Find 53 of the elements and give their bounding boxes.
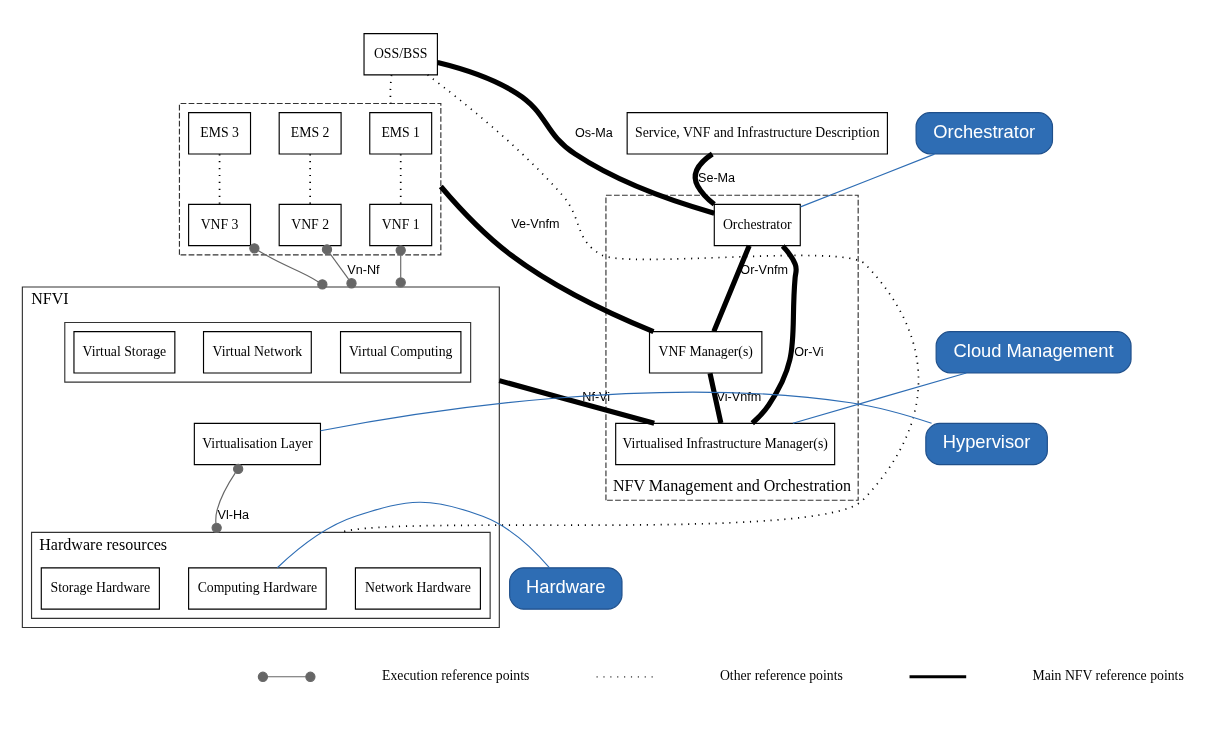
edge-label: Or-Vnfm <box>740 263 788 278</box>
connector <box>395 245 406 288</box>
node-box: Orchestrator <box>713 203 801 247</box>
edge-label: Vi-Vnfm <box>716 390 762 405</box>
node-box: EMS 3 <box>188 112 252 155</box>
node-box: Virtual Computing <box>339 331 462 374</box>
node-box: Hardware <box>509 567 623 610</box>
edge-label: Or-Vi <box>794 344 824 359</box>
node-box: OSS/BSS <box>363 33 438 76</box>
connector <box>340 74 920 534</box>
node-box: Virtualisation Layer <box>193 422 322 466</box>
node-box: EMS 1 <box>369 112 433 155</box>
node-box: Orchestrator <box>915 112 1054 155</box>
legend-label: Execution reference points <box>382 668 530 684</box>
node-box: Computing Hardware <box>188 567 327 610</box>
connector <box>399 153 402 205</box>
node-box: Virtual Network <box>202 331 312 374</box>
node-box: VNF 3 <box>188 203 252 247</box>
node-box: Cloud Management <box>935 331 1132 374</box>
node-box: Virtualised Infrastructure Manager(s) <box>615 422 836 466</box>
connector <box>249 243 328 290</box>
connector <box>309 153 311 205</box>
connector <box>438 184 655 334</box>
node-box: Virtual Storage <box>73 331 176 374</box>
node-box: Network Hardware <box>354 567 481 610</box>
node-box: Hypervisor <box>925 422 1048 466</box>
connector <box>319 391 933 432</box>
node-box: EMS 2 <box>278 112 342 155</box>
node-box: VNF 2 <box>278 203 342 247</box>
node-box: VNF Manager(s) <box>648 331 763 374</box>
connector <box>218 153 221 205</box>
connector <box>707 372 724 424</box>
connector <box>276 501 551 569</box>
node-box: Storage Hardware <box>40 567 160 610</box>
edge-label: Vl-Ha <box>217 508 250 523</box>
connector <box>437 60 715 216</box>
connector <box>211 463 244 533</box>
connector <box>799 153 936 208</box>
legend-label: Other reference points <box>719 668 843 684</box>
connector <box>792 372 967 424</box>
edge-label: Os-Ma <box>574 125 613 140</box>
connector <box>389 74 393 105</box>
connector <box>692 151 716 207</box>
connector <box>711 244 752 333</box>
cluster <box>64 321 472 383</box>
edge-label: Se-Ma <box>698 171 736 186</box>
connector <box>750 244 799 426</box>
connector <box>321 244 357 289</box>
edge-label: Vn-Nf <box>347 263 380 278</box>
node-box: VNF 1 <box>369 203 433 247</box>
node-box: Service, VNF and Infrastructure Description <box>626 112 888 155</box>
legend-label: Main NFV reference points <box>1032 668 1184 684</box>
edge-label: Ve-Vnfm <box>511 217 560 232</box>
